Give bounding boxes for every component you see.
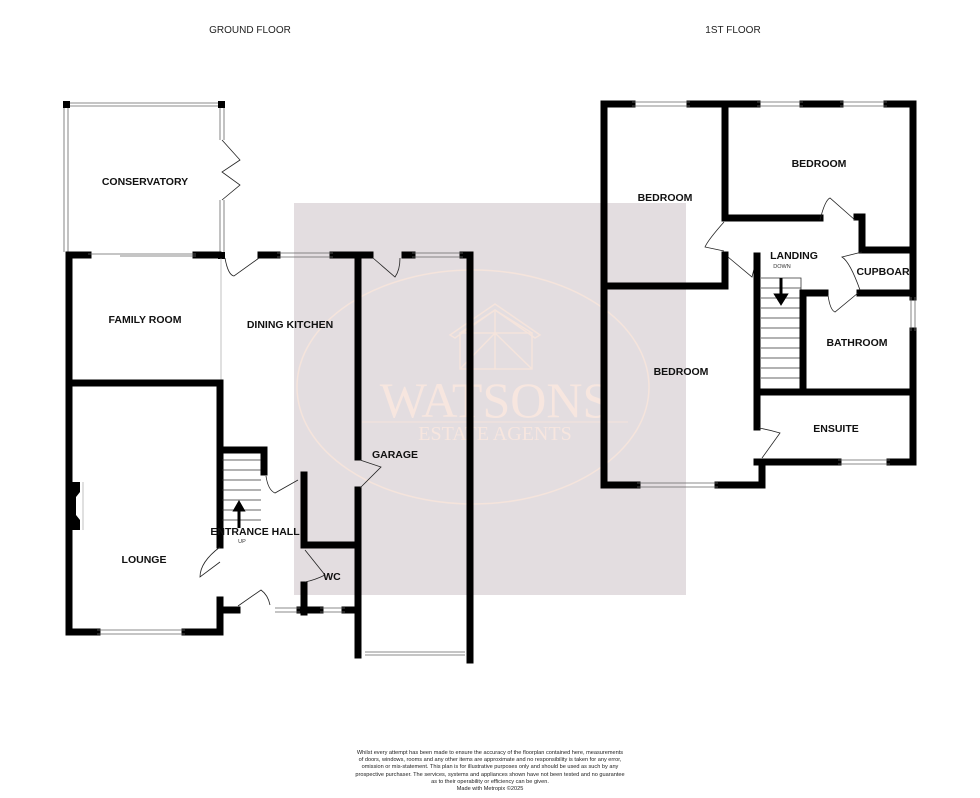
room-label-wc: WC (323, 571, 341, 583)
disclaimer-line: Whilst every attempt has been made to en… (356, 750, 624, 756)
room-label-dining-kitchen: DINING KITCHEN (247, 319, 333, 331)
room-label-lounge: LOUNGE (122, 554, 167, 566)
room-label-bedroom-3: BEDROOM (654, 366, 709, 378)
watermark-tagline: ESTATE AGENTS (418, 423, 571, 445)
disclaimer-line: of doors, windows, rooms and any other i… (358, 757, 622, 764)
disclaimer: Whilst every attempt has been made to en… (300, 750, 680, 793)
room-label-bathroom: BATHROOM (826, 337, 887, 349)
room-label-conservatory: CONSERVATORY (102, 176, 188, 188)
room-label-entrance-hall: ENTRANCE HALL (210, 526, 300, 538)
room-label-bedroom-2: BEDROOM (792, 158, 847, 170)
room-label-bedroom-1: BEDROOM (638, 192, 693, 204)
disclaimer-line: prospective purchaser. The services, sys… (355, 771, 625, 778)
disclaimer-line: as to their operability or efficiency ca… (431, 778, 549, 785)
credit: Made with Metropix ©2025 (456, 786, 524, 793)
stairs-down-label: DOWN (773, 264, 790, 270)
room-label-landing: LANDING (770, 250, 818, 262)
first-floor-plan: BEDROOM BEDROOM BEDROOM LANDING DOWN CUP… (600, 100, 917, 489)
room-label-ensuite: ENSUITE (813, 423, 859, 435)
room-label-garage: GARAGE (372, 449, 418, 461)
watermark-brand: WATSONS (380, 372, 611, 428)
room-label-family-room: FAMILY ROOM (109, 314, 182, 326)
watermark: WATSONS ESTATE AGENTS (294, 203, 686, 595)
room-label-cupboard: CUPBOAR (856, 266, 910, 278)
disclaimer-line: omission or mis-statement. This plan is … (361, 764, 619, 771)
stairs-up-arrow-icon (232, 499, 246, 528)
stairs-up-label: UP (238, 539, 246, 545)
first-floor-heading: 1ST FLOOR (705, 25, 760, 36)
stairs-down-arrow-icon (773, 278, 789, 306)
ground-floor-heading: GROUND FLOOR (209, 25, 291, 36)
ground-floor-plan: CONSERVATORY FAMILY ROOM DINING KITCHEN … (63, 101, 474, 664)
